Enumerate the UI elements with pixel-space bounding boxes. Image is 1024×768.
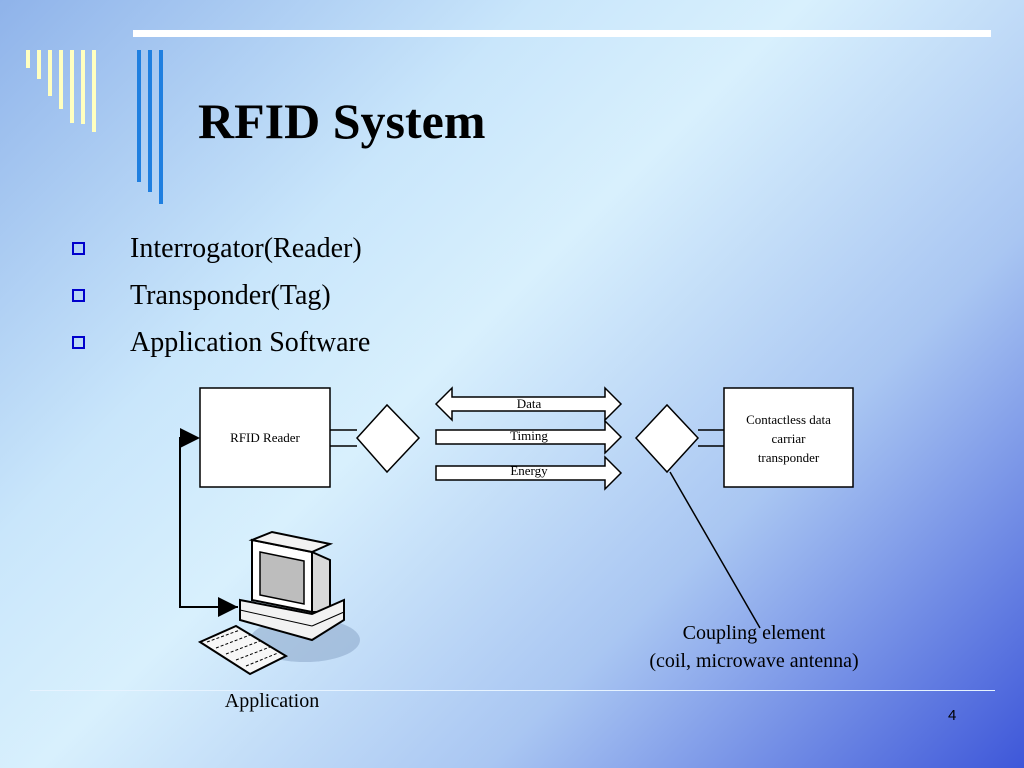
transponder-box bbox=[723, 387, 854, 488]
bullet-text: Interrogator(Reader) bbox=[130, 233, 362, 264]
transponder-label-line: Contactless data bbox=[746, 412, 831, 427]
bullet-square-icon bbox=[72, 242, 85, 255]
coupling-caption: Coupling element (coil, microwave antenn… bbox=[604, 619, 904, 675]
decorative-bars bbox=[26, 50, 163, 204]
reader-label: RFID Reader bbox=[230, 430, 300, 445]
transponder-label: Contactless data carriar transponder bbox=[724, 410, 853, 467]
energy-arrow-label: Energy bbox=[510, 463, 548, 478]
data-arrow-label: Data bbox=[516, 396, 542, 411]
bottom-rule bbox=[30, 690, 995, 691]
transponder-antenna-diamond bbox=[634, 403, 700, 474]
bullet-text: Application Software bbox=[130, 327, 371, 358]
coupling-caption-line: (coil, microwave antenna) bbox=[649, 650, 859, 672]
coupling-caption-line: Coupling element bbox=[682, 622, 826, 644]
timing-arrow bbox=[435, 419, 623, 455]
bullet-item: Transponder(Tag) bbox=[72, 277, 370, 324]
top-rule bbox=[133, 30, 991, 37]
energy-arrow bbox=[435, 455, 623, 491]
bullet-item: Interrogator(Reader) bbox=[72, 230, 370, 277]
bullet-square-icon bbox=[72, 289, 85, 302]
application-label: Application bbox=[224, 690, 320, 712]
slide-title: RFID System bbox=[198, 93, 486, 149]
page-number: 4 bbox=[948, 707, 957, 724]
bullet-list: Interrogator(Reader) Transponder(Tag) Ap… bbox=[72, 230, 370, 371]
coupling-pointer-line bbox=[669, 471, 761, 629]
computer-icon bbox=[197, 530, 360, 676]
data-arrow bbox=[434, 386, 623, 422]
reader-box bbox=[199, 387, 331, 488]
transponder-label-line: transponder bbox=[757, 450, 820, 465]
bullet-text: Transponder(Tag) bbox=[130, 280, 331, 311]
bullet-item: Application Software bbox=[72, 324, 370, 371]
bullet-square-icon bbox=[72, 336, 85, 349]
reader-antenna-diamond bbox=[355, 403, 421, 474]
timing-arrow-label: Timing bbox=[510, 428, 548, 443]
transponder-label-line: carriar bbox=[771, 431, 806, 446]
